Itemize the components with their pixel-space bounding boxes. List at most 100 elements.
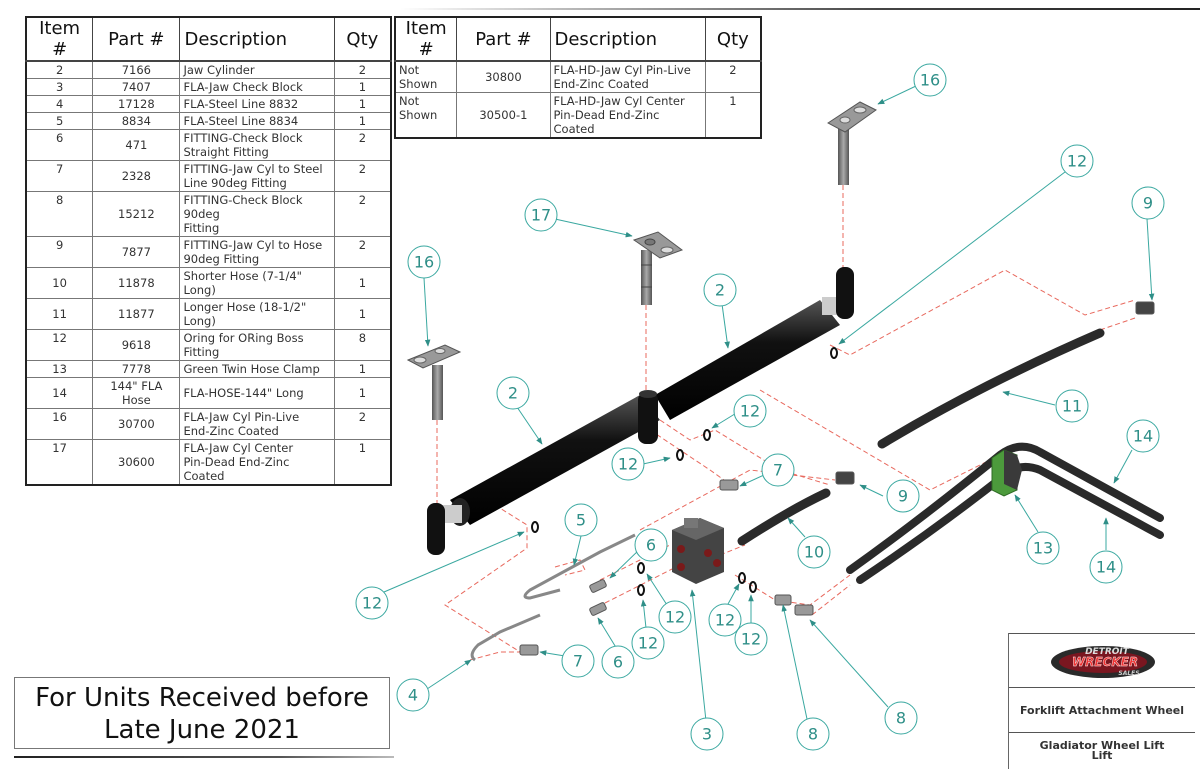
description-line: Pin-Dead End-Zinc Coated [183,455,290,483]
svg-text:14: 14 [1133,427,1153,446]
svg-text:14: 14 [1096,558,1116,577]
quantity: 2 [333,129,392,161]
svg-text:12: 12 [715,611,735,630]
description: Jaw Cylinder [179,60,335,79]
svg-text:7: 7 [773,461,783,480]
description-line: FLA-Steel Line 8832 [183,97,299,111]
description: FLA-Jaw Check Block [179,78,335,96]
part-number: 8834 [92,112,181,130]
callout-14: 14 [1089,550,1123,584]
description-line: Line 90deg Fitting [183,176,287,190]
assembly-centerlines [436,185,1136,661]
part-number: 30800 [456,60,551,93]
item-number: 16 [25,408,94,440]
part-number: 30500-1 [456,92,551,139]
title-block: DETROIT WRECKER SALES Forklift Attachmen… [1008,633,1200,769]
description-line: FLA-Jaw Cyl Center [183,441,294,455]
quantity: 2 [333,236,392,268]
callout-7: 7 [761,453,795,487]
description-line: FITTING-Check Block [183,131,303,145]
drawing-title: Gladiator Wheel Lift [1009,732,1195,770]
item-number: 14 [25,377,94,409]
svg-text:10: 10 [804,543,824,562]
quantity: 1 [333,298,392,330]
callout-2: 2 [703,273,737,307]
part-number: 17128 [92,95,181,113]
part-number: 2328 [92,160,181,192]
quantity: 2 [333,60,392,79]
callout-12: 12 [611,447,645,481]
callout-16: 16 [913,63,947,97]
item-number: 11 [25,298,94,330]
svg-text:WRECKER: WRECKER [1072,655,1138,669]
svg-text:12: 12 [1067,152,1087,171]
svg-text:7: 7 [573,652,583,671]
item-number: 4 [25,95,94,113]
part-number: 7877 [92,236,181,268]
callout-13: 13 [1026,531,1060,565]
item-number: 9 [25,236,94,268]
jaw-cylinder-right [655,267,854,420]
part-number: 9618 [92,329,181,361]
jaw-cyl-pin-center [632,231,684,305]
quantity: 2 [704,60,762,93]
sheet-border-top [400,8,1200,10]
description-line: Fitting [183,345,220,359]
svg-text:13: 13 [1033,539,1053,558]
quantity: 2 [333,191,392,237]
part-number: 11877 [92,298,181,330]
callout-17: 17 [524,198,558,232]
header-item: Item # [394,16,458,62]
logo-cell: DETROIT WRECKER SALES [1009,633,1195,688]
callout-14: 14 [1126,419,1160,453]
center-pin-mount [638,390,658,444]
description-line: FLA-HD-Jaw Cyl Pin-Live [553,63,691,77]
callout-12: 12 [734,622,768,656]
quantity: 1 [333,78,392,96]
quantity: 1 [333,360,392,378]
item-number: 13 [25,360,94,378]
header-qty: Qty [333,16,392,62]
part-number: 471 [92,129,181,161]
applicability-notice: For Units Received before Late June 2021 [14,677,390,749]
svg-text:12: 12 [362,594,382,613]
description: FLA-Steel Line 8834 [179,112,335,130]
bom-header-row: Item # Part # Description Qty [25,16,392,62]
callout-leaders [383,85,1155,722]
description-line: Longer Hose (18-1/2" Long) [183,300,307,328]
svg-text:2: 2 [715,281,725,300]
svg-text:12: 12 [638,634,658,653]
callout-6: 6 [634,528,668,562]
svg-text:12: 12 [741,630,761,649]
callout-11: 11 [1055,389,1089,423]
svg-text:8: 8 [896,709,906,728]
svg-text:12: 12 [740,402,760,421]
item-number: 17 [25,439,94,486]
fla-hose-14 [846,442,1164,584]
svg-text:3: 3 [702,725,712,744]
svg-text:12: 12 [618,455,638,474]
notice-line-1: For Units Received before [35,683,369,713]
svg-text:11: 11 [1062,397,1082,416]
jaw-cylinder-left [427,395,660,555]
callout-9: 9 [886,479,920,513]
svg-text:17: 17 [531,206,551,225]
svg-text:6: 6 [646,536,656,555]
quantity: 1 [333,95,392,113]
